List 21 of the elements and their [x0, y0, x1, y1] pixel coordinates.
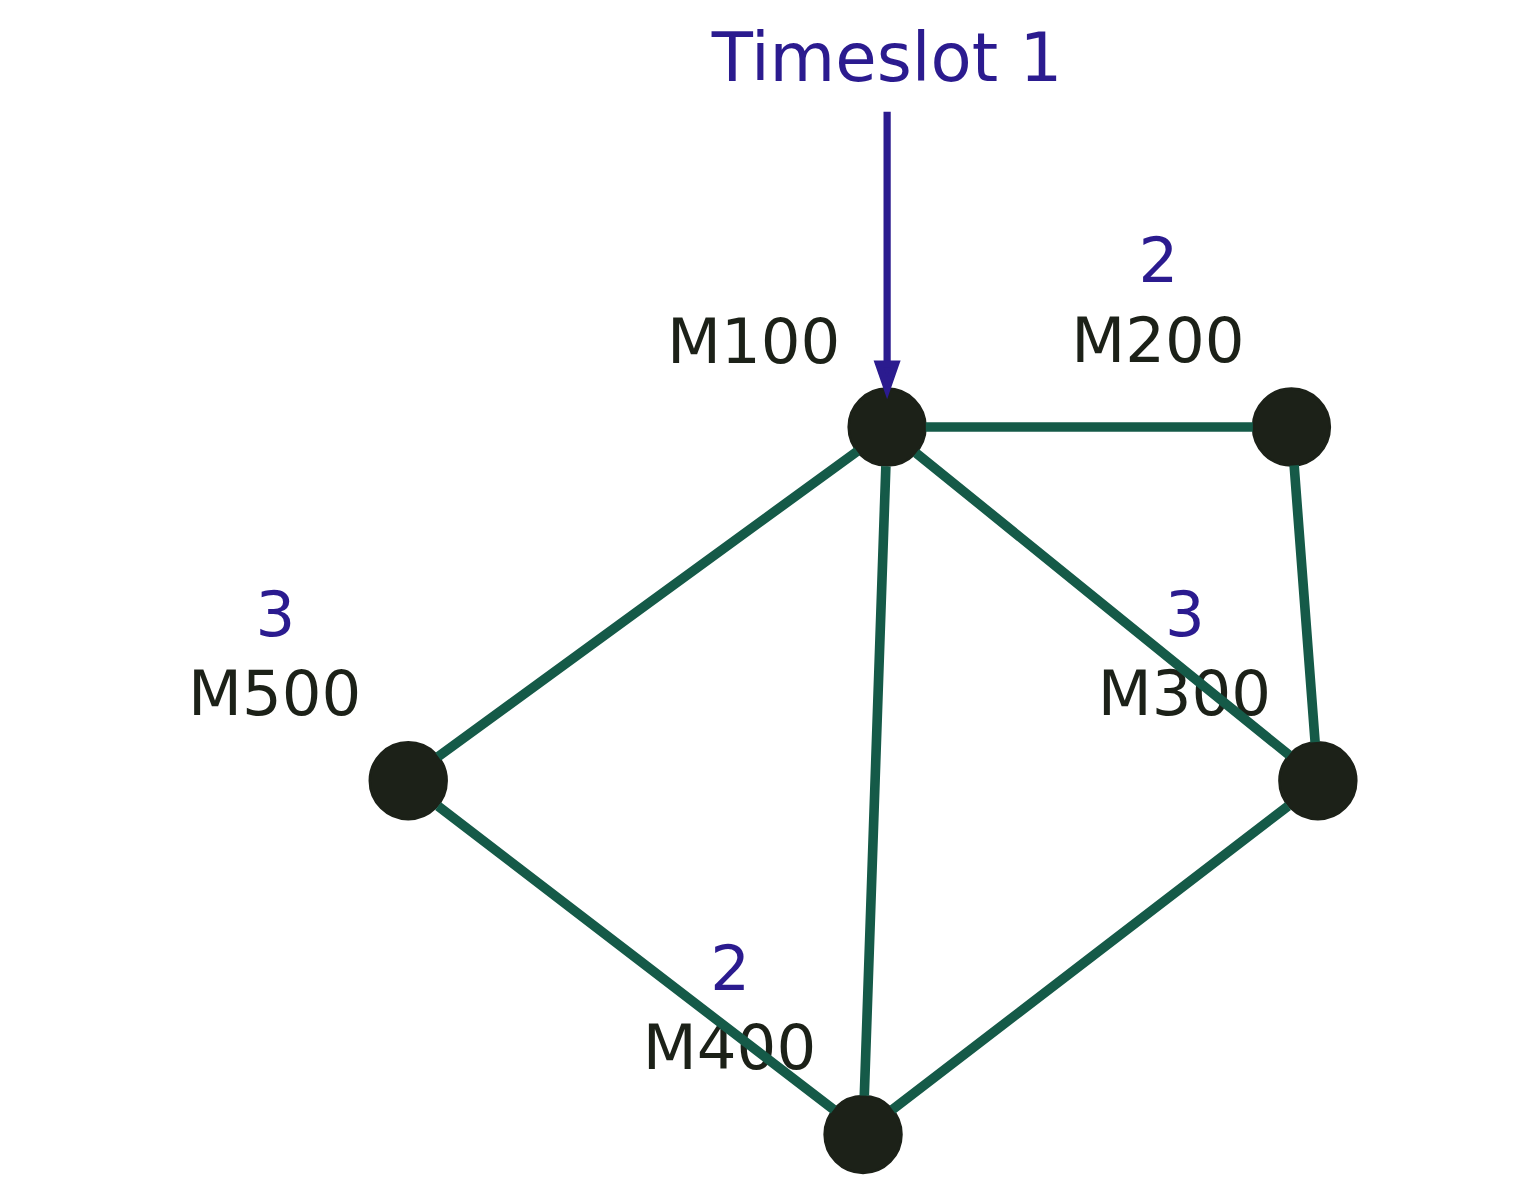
connector: [1289, 465, 1320, 743]
connector: [435, 447, 860, 761]
connector: [859, 466, 891, 1096]
node-circle: [823, 1094, 903, 1175]
node-label: 2: [710, 931, 751, 1005]
node-label: 2: [1138, 224, 1179, 298]
arrow: [873, 111, 901, 400]
node-label: M100: [666, 304, 841, 378]
node-text: Timeslot 1: [711, 18, 1063, 98]
connector: [925, 422, 1253, 432]
node-label: 3: [1165, 577, 1205, 651]
connector: [913, 449, 1293, 759]
node-circle: [847, 387, 927, 467]
connector: [889, 802, 1291, 1114]
node-circle: [1251, 387, 1332, 467]
node-label: M500: [188, 657, 362, 731]
connector: [435, 802, 837, 1114]
node-circle: [1278, 741, 1358, 821]
node-circle: [368, 741, 448, 821]
node-label: 3: [255, 577, 296, 651]
node-label: M200: [1071, 303, 1245, 377]
